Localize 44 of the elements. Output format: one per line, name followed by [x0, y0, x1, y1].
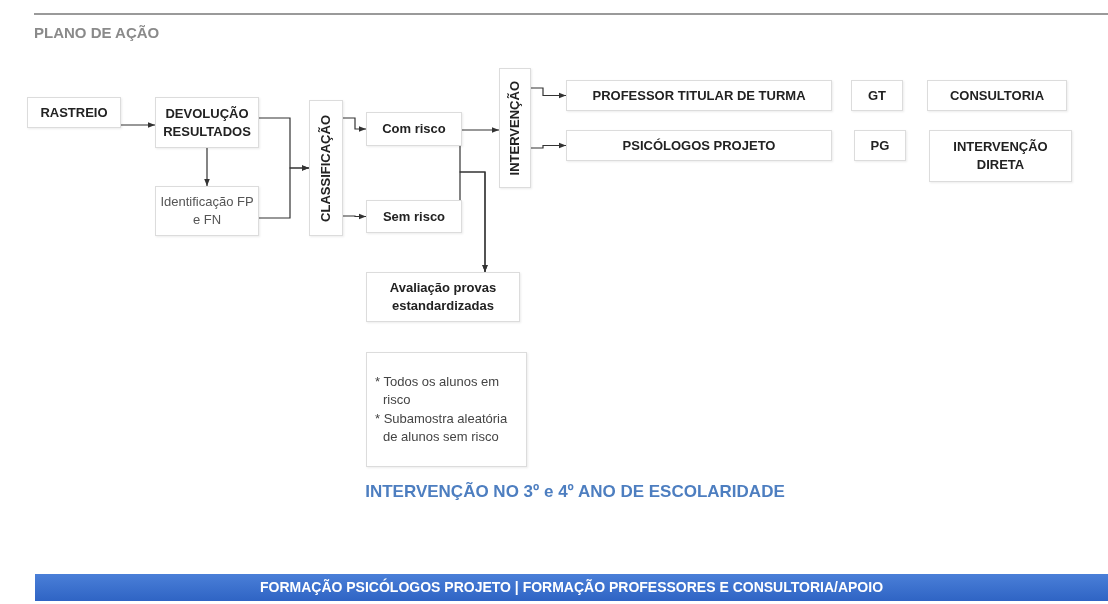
process-box	[499, 68, 531, 188]
process-box	[366, 200, 462, 233]
box-label: CLASSIFICAÇÃO	[317, 114, 335, 222]
process-box	[927, 80, 1067, 111]
footer-banner	[35, 574, 1108, 601]
process-box	[155, 97, 259, 148]
process-box	[929, 130, 1072, 182]
box-label: DEVOLUÇÃO RESULTADOS	[162, 104, 252, 141]
process-box	[566, 130, 832, 161]
process-box	[854, 130, 906, 161]
note-box	[366, 352, 527, 467]
box-label: CONSULTORIA	[949, 86, 1045, 105]
box-label: Sem risco	[382, 207, 446, 226]
box-label: Identificação FP e FN	[159, 193, 255, 229]
process-box	[366, 272, 520, 322]
box-label: INTERVENÇÃO	[506, 80, 524, 176]
process-box	[155, 186, 259, 236]
process-box	[27, 97, 121, 128]
box-label: INTERVENÇÃO DIRETA	[952, 138, 1049, 174]
box-label: Avaliação provas estandardizadas	[388, 279, 498, 315]
diagram-title: PLANO DE AÇÃO	[34, 24, 160, 41]
process-box	[366, 112, 462, 146]
arrow	[459, 171, 488, 273]
arrow	[342, 117, 367, 132]
arrow	[530, 87, 567, 99]
box-label: PG	[870, 136, 890, 155]
box-label: PROFESSOR TITULAR DE TURMA	[592, 86, 806, 105]
note-text: * Subamostra aleatória de alunos sem risco	[375, 409, 509, 446]
arrow	[258, 165, 310, 219]
box-label: PSICÓLOGOS PROJETO	[622, 136, 776, 155]
arrow	[204, 147, 210, 187]
process-box	[309, 100, 343, 236]
box-label: GT	[867, 86, 887, 105]
process-box	[566, 80, 832, 111]
arrow	[342, 213, 367, 220]
subtitle-text: INTERVENÇÃO NO 3º e 4º ANO DE ESCOLARIDADE	[364, 482, 786, 502]
arrow	[530, 142, 567, 149]
banner-text: FORMAÇÃO PSICÓLOGOS PROJETO | FORMAÇÃO PROFESSORES E CONSULTORIA/APOIO	[259, 578, 884, 597]
arrow	[120, 122, 156, 128]
process-box	[851, 80, 903, 111]
box-label: RASTREIO	[40, 103, 108, 122]
note-text: * Todos os alunos em risco	[375, 373, 501, 410]
arrow	[461, 127, 500, 133]
box-label: Com risco	[382, 120, 446, 138]
